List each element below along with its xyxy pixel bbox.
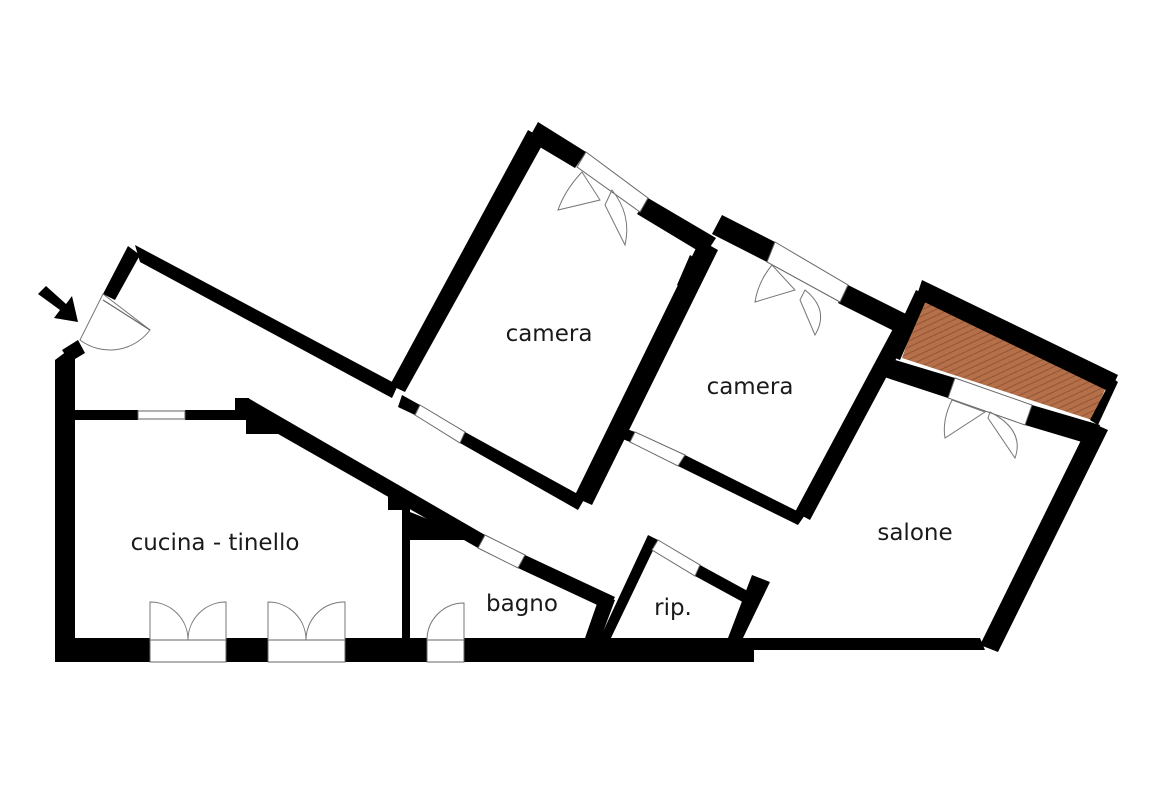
label-camera-2: camera bbox=[707, 374, 794, 400]
doors bbox=[79, 171, 1018, 641]
label-bagno: bagno bbox=[486, 591, 558, 617]
door-salone bbox=[943, 399, 987, 439]
door-camera-2 bbox=[754, 264, 796, 303]
label-camera-1: camera bbox=[506, 321, 593, 347]
opening-bagno bbox=[477, 534, 526, 569]
opening-kitchen-top bbox=[137, 410, 186, 420]
window-camera-1 bbox=[576, 151, 649, 213]
label-salone: salone bbox=[877, 520, 952, 546]
opening-camera-2 bbox=[629, 431, 686, 467]
window-kitchen-2 bbox=[267, 639, 346, 663]
label-cucina-tinello: cucina - tinello bbox=[131, 530, 300, 556]
windows bbox=[137, 151, 1033, 663]
window-salone bbox=[947, 377, 1033, 426]
window-camera-2 bbox=[766, 241, 849, 303]
door-kitchen-2 bbox=[267, 601, 307, 641]
walls bbox=[55, 122, 1118, 662]
door-kitchen-1 bbox=[149, 601, 189, 641]
door-bagno bbox=[426, 602, 465, 641]
label-rip: rip. bbox=[654, 595, 692, 621]
entrance-arrow-icon bbox=[38, 286, 78, 322]
entrance-door bbox=[79, 293, 151, 351]
balcony-floor bbox=[902, 292, 1110, 420]
door-camera-1 bbox=[557, 171, 601, 211]
window-bagno bbox=[426, 639, 465, 663]
opening-camera-1 bbox=[414, 404, 466, 444]
opening-rip bbox=[651, 539, 701, 577]
window-kitchen-1 bbox=[149, 639, 227, 663]
